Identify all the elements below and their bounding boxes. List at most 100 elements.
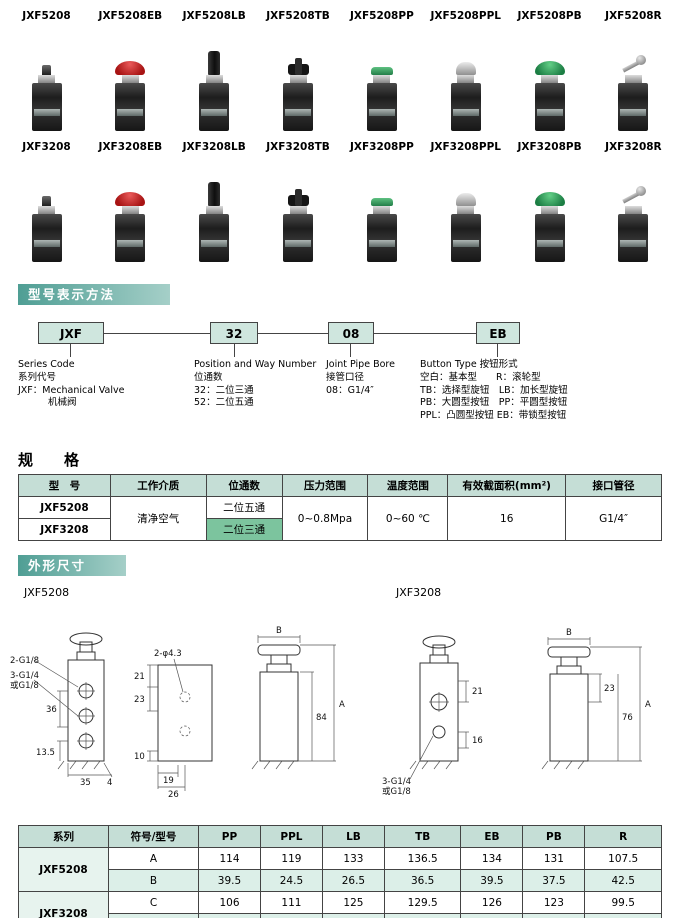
spec-header-cell: 温度范围 [367, 474, 449, 497]
spec-area-cell: 16 [447, 496, 567, 541]
dim-header-cell: 系列 [18, 825, 109, 848]
product-row-jxf5208: JXF5208 JXF5208EB JXF5208LB JXF5208TB JX… [0, 8, 680, 139]
product-model-label: JXF3208PB [517, 141, 582, 153]
dim-value-cell: 24.5 [259, 869, 323, 892]
product-jxf3208ppl: JXF3208PPL [424, 139, 507, 270]
valve-selector-knob-icon [283, 25, 314, 139]
dim-row-d: D 39.5 24.5 26.5 36.5 37.5 37.5 42.5 [19, 913, 662, 918]
green-flat-cap-icon [370, 67, 393, 75]
valve-long-knob-icon [199, 25, 230, 139]
valve-body [366, 83, 397, 131]
dim-value-cell: 24.5 [259, 913, 323, 918]
dim-label: 19 [163, 776, 174, 786]
product-model-label: JXF3208LB [182, 141, 246, 153]
roller-lever-icon [619, 186, 647, 206]
spec-pressure-cell: 0~0.8Mpa [281, 496, 369, 541]
drawing-title: JXF5208 [24, 586, 70, 599]
code-box-series: JXF [38, 322, 104, 344]
product-model-label: JXF3208 [22, 141, 71, 153]
valve-body [618, 214, 649, 262]
dim-sym-cell: A [108, 847, 199, 870]
product-jxf3208: JXF3208 [5, 139, 88, 270]
spec-medium-cell: 清净空气 [109, 496, 207, 541]
valve-collar [457, 206, 475, 214]
dim-value-cell: 42.5 [584, 869, 662, 892]
jxf3208-dimension-drawing-svg: 21 16 3-G1/4 或G1/8 B 23 76 A [382, 628, 651, 797]
dim-label: 13.5 [36, 748, 55, 758]
valve-roller-icon [618, 25, 649, 139]
dim-label: 26 [168, 790, 179, 800]
dim-value-cell: 123 [522, 891, 586, 914]
dim-label: 3-G1/4 [382, 777, 411, 787]
dim-series-cell: JXF3208 [18, 891, 109, 918]
section-header-dimensions: 外形尺寸 [18, 555, 126, 576]
spec-temperature-cell: 0~60 ℃ [367, 496, 449, 541]
desc-line: 32：二位三通 [194, 384, 254, 396]
spec-row-jxf5208: JXF5208 清净空气 二位五通 0~0.8Mpa 0~60 ℃ 16 G1/… [18, 496, 662, 541]
valve-large-button-icon [534, 156, 565, 270]
product-jxf3208eb: JXF3208EB [89, 139, 172, 270]
connector-line [104, 333, 476, 334]
spec-row-jxf3208: JXF3208 二位三通 [18, 518, 662, 541]
product-jxf5208: JXF5208 [5, 8, 88, 139]
valve-selector-knob-icon [283, 156, 314, 270]
desc-line: PB：大圆型按钮 PP：平圆型按钮 [420, 397, 568, 409]
valve-body [534, 214, 565, 262]
dim-value-cell: 106 [198, 891, 261, 914]
dim-value-cell: 26.5 [321, 913, 385, 918]
dim-value-cell: 37.5 [522, 869, 586, 892]
drawing-title: JXF3208 [396, 586, 442, 599]
dim-label: 2-φ4.3 [154, 649, 182, 659]
dim-value-cell: 129.5 [383, 891, 462, 914]
product-jxf5208eb: JXF5208EB [89, 8, 172, 139]
product-model-label: JXF3208PPL [430, 141, 501, 153]
dim-label: B [566, 628, 572, 638]
valve-body [199, 214, 230, 262]
desc-line: TB：选择型旋钮 LB：加长型旋钮 [420, 384, 568, 396]
dim-label: 76 [622, 713, 633, 723]
dim-value-cell: 37.5 [522, 913, 586, 918]
valve-collar [289, 206, 307, 214]
code-box-ways: 32 [210, 322, 258, 344]
desc-line: Position and Way Number [194, 359, 317, 370]
dim-value-cell: 134 [460, 847, 524, 870]
tick-line [234, 344, 235, 357]
long-knob-cap-icon [208, 51, 221, 75]
product-jxf5208lb: JXF5208LB [173, 8, 256, 139]
valve-long-knob-icon [199, 156, 230, 270]
dim-value-cell: 37.5 [460, 913, 524, 918]
valve-basic-icon [31, 25, 62, 139]
spec-header-cell: 型 号 [18, 474, 111, 497]
plunger-cap-icon [42, 65, 51, 75]
product-jxf3208tb: JXF3208TB [257, 139, 340, 270]
dim-label: 23 [604, 684, 615, 694]
valve-collar [205, 75, 223, 83]
drawing-jxf3208: JXF3208 [380, 584, 668, 815]
valve-large-button-icon [534, 25, 565, 139]
dim-label: 2-G1/8 [10, 656, 39, 666]
product-model-label: JXF5208TB [266, 10, 330, 22]
dim-label: 16 [472, 736, 483, 746]
dim-sym-cell: B [108, 869, 199, 892]
green-flat-cap-icon [370, 198, 393, 206]
dim-header-cell: LB [321, 825, 385, 848]
dim-label: 或G1/8 [10, 680, 39, 691]
dim-label: 或G1/8 [382, 786, 411, 797]
valve-body [199, 83, 230, 131]
spec-ways-cell-highlight: 二位三通 [205, 518, 283, 541]
valve-body [283, 214, 314, 262]
product-model-label: JXF5208R [605, 10, 662, 22]
desc-line: 接管口径 [326, 371, 365, 383]
valve-body [31, 83, 62, 131]
product-model-label: JXF5208PPL [430, 10, 501, 22]
product-row-jxf3208: JXF3208 JXF3208EB JXF3208LB JXF3208TB JX… [0, 139, 680, 270]
valve-body [31, 214, 62, 262]
valve-body [115, 214, 146, 262]
dim-label: 36 [46, 705, 57, 715]
code-box-button: EB [476, 322, 520, 344]
valve-lock-button-icon [115, 156, 146, 270]
valve-raised-button-icon [450, 156, 481, 270]
dim-row-a: JXF5208 A 114 119 133 136.5 134 131 107.… [18, 847, 662, 892]
spec-ways-cell: 二位五通 [205, 496, 283, 519]
valve-collar [121, 75, 139, 83]
